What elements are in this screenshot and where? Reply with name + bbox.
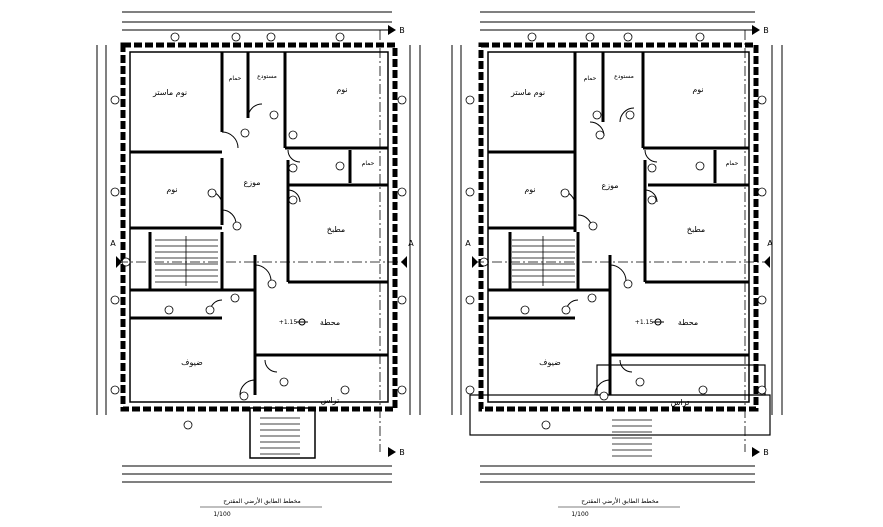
room-label-guest: ضيوف [181,358,203,367]
room-label-bathroom-2: حمام [362,160,375,167]
interior-walls [130,52,388,395]
room-label-guest: ضيوف [539,358,561,367]
dimension-lines-left [96,45,107,415]
floor-plan-left: نوم ماستر حمام مستودع نوم موزع نوم حمام … [96,11,421,518]
room-label-bathroom: حمام [584,75,597,82]
section-lines [118,30,405,452]
room-label-distributor: موزع [601,181,618,190]
dimension-lines-right [771,45,783,415]
plan-scale: 1/100 [571,511,588,518]
section-label-a-left: A [465,239,471,248]
section-label-a-right: A [767,239,773,248]
floor-plan-right: نوم ماستر حمام مستودع نوم موزع نوم حمام … [451,11,783,518]
dimension-lines-bottom [122,465,392,483]
level-marker [652,318,664,326]
grid-axis-markers [110,32,407,430]
room-label-bedroom: نوم [336,85,347,94]
section-arrows [472,25,770,457]
room-label-bathroom: حمام [229,75,242,82]
room-label-distributor: موزع [243,178,260,187]
room-label-bedroom-2: نوم [166,185,177,194]
dimension-lines-right [409,45,421,415]
section-label-b-top: B [763,26,769,35]
level-marker [296,318,308,326]
room-label-lobby: محطة [320,318,340,327]
staircase [155,236,218,286]
section-label-a-left: A [110,239,116,248]
level-label: +1.15 [279,319,298,326]
section-label-b-bottom: B [763,448,769,457]
dimension-lines-left [451,45,462,415]
section-label-a-right: A [408,239,414,248]
room-label-kitchen: مطبخ [327,225,345,234]
room-label-lobby: محطة [678,318,698,327]
dimension-lines-top [122,11,392,31]
room-label-storage: مستودع [614,73,634,80]
entry-steps [469,364,771,457]
room-label-bedroom-2: نوم [524,185,535,194]
room-label-kitchen: مطبخ [687,225,705,234]
section-label-b-bottom: B [399,448,405,457]
staircase [512,236,575,286]
dimension-lines-top [480,11,755,31]
section-arrows [116,25,407,457]
room-label-storage: مستودع [257,73,277,80]
plan-caption: مخطط الطابق الأرضي المقترح [581,497,658,505]
entry-steps [249,407,316,459]
room-label-bathroom-2: حمام [726,160,739,167]
room-label-bedroom: نوم [692,85,703,94]
room-label-terrace: تراس [321,396,340,405]
dimension-lines-bottom [480,465,755,483]
level-label: +1.15 [635,319,654,326]
grid-axis-markers [465,32,767,430]
door-swings [560,107,658,396]
section-label-b-top: B [399,26,405,35]
room-label-terrace: تراس [671,398,690,407]
plan-scale: 1/100 [213,511,230,518]
room-label-master-bedroom: نوم ماستر [152,88,187,97]
section-lines [474,30,768,452]
interior-walls [488,52,749,395]
room-label-master-bedroom: نوم ماستر [510,88,545,97]
plan-caption: مخطط الطابق الأرضي المقترح [223,497,300,505]
